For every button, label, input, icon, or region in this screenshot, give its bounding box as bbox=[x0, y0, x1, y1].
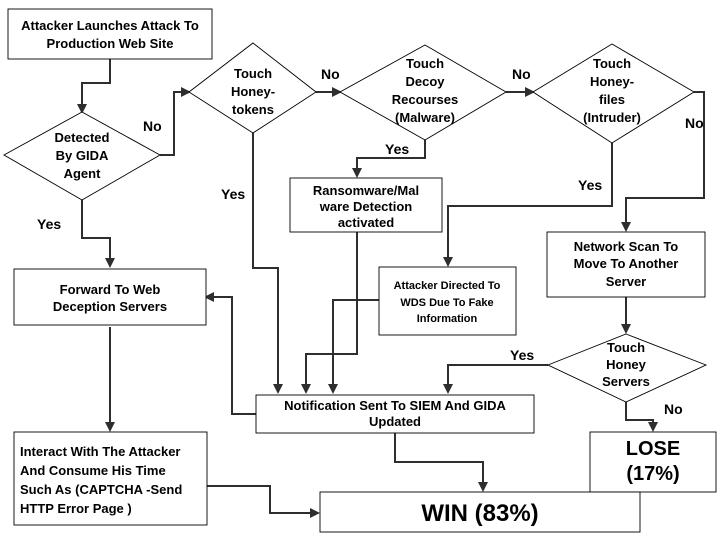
connectors bbox=[77, 59, 705, 518]
label-gida-yes: Yes bbox=[37, 216, 61, 232]
edge-labels: No Yes No Yes No Yes No Yes Yes No bbox=[37, 66, 704, 417]
edge-decoy-yes-to-ransomware bbox=[352, 140, 426, 178]
edge-wds-to-notification bbox=[328, 299, 379, 394]
svg-text:WIN (83%): WIN (83%) bbox=[421, 500, 538, 527]
edge-tokens-yes-to-notification bbox=[252, 133, 283, 394]
edge-gida-no-to-tokens bbox=[160, 87, 191, 156]
win-box: WIN (83%) bbox=[319, 491, 641, 533]
edge-honey-servers-yes-to-notification bbox=[443, 364, 548, 394]
label-files-no: No bbox=[685, 115, 704, 131]
edge-files-yes-to-wds bbox=[443, 143, 613, 267]
edge-interact-to-win bbox=[207, 485, 320, 518]
label-gida-no: No bbox=[143, 118, 162, 134]
label-tokens-yes: Yes bbox=[221, 186, 245, 202]
svg-text:Notification Sent To SIEM And: Notification Sent To SIEM And GIDAUpdate… bbox=[284, 398, 506, 429]
edge-notification-to-win bbox=[394, 433, 488, 492]
label-decoy-no: No bbox=[512, 66, 531, 82]
label-decoy-yes: Yes bbox=[385, 141, 409, 157]
edge-start-to-gida bbox=[77, 59, 111, 114]
lose-box: LOSE(17%) bbox=[589, 431, 717, 493]
label-files-yes: Yes bbox=[578, 177, 602, 193]
edge-ransomware-to-notification bbox=[301, 232, 358, 394]
edge-honey-servers-no-to-lose bbox=[625, 402, 658, 432]
label-servers-yes: Yes bbox=[510, 347, 534, 363]
label-tokens-no: No bbox=[321, 66, 340, 82]
label-servers-no: No bbox=[664, 401, 683, 417]
edge-notification-to-forward bbox=[204, 292, 256, 415]
svg-text:LOSE(17%): LOSE(17%) bbox=[626, 438, 680, 485]
edge-gida-yes-to-forward bbox=[81, 200, 115, 268]
edge-files-no-to-network-scan bbox=[621, 91, 705, 232]
